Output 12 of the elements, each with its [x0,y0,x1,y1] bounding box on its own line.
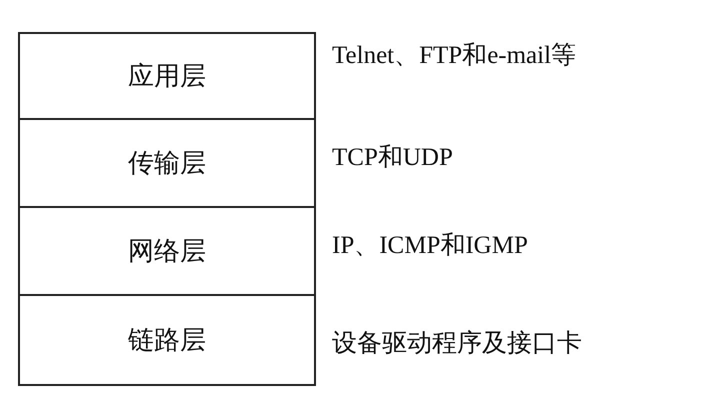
layer-box [18,118,316,208]
layer-box [18,294,316,386]
layer-box [18,32,316,120]
layer-name: 网络层 [127,236,207,268]
layer-name: 链路层 [127,324,207,356]
layer-box [18,206,316,296]
protocol-note: Telnet、FTP和e-mail等 [332,41,576,71]
layer-name: 传输层 [127,148,207,180]
protocol-note: IP、ICMP和IGMP [332,231,528,261]
layer-name: 应用层 [127,60,207,92]
protocol-note: 设备驱动程序及接口卡 [332,328,582,359]
protocol-note: TCP和UDP [332,143,453,173]
